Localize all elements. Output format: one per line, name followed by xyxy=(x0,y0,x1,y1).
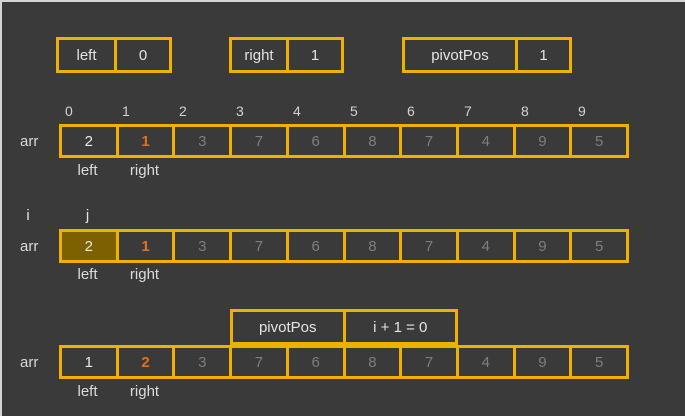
pivot-callout-expression: i + 1 = 0 xyxy=(342,312,456,342)
variable-name: left xyxy=(76,46,97,64)
array-cell: 2 xyxy=(84,132,94,150)
array-step1: 2 1 3 7 6 8 7 4 9 5 xyxy=(59,124,629,158)
index-label: 8 xyxy=(521,103,529,119)
array-cell: 8 xyxy=(342,232,400,260)
array-row-label: arr xyxy=(20,354,39,371)
left-pointer-label: left xyxy=(77,162,98,179)
array-cell: 4 xyxy=(455,232,513,260)
array-cell: 5 xyxy=(569,348,626,376)
array-step2: 2 1 3 7 6 8 7 4 9 5 xyxy=(59,229,629,263)
array-cell: 4 xyxy=(455,127,513,155)
array-cell: 8 xyxy=(342,348,400,376)
array-cell: 9 xyxy=(512,127,570,155)
variable-box-right: right 1 xyxy=(229,37,344,73)
index-label: 6 xyxy=(407,103,415,119)
variable-name: pivotPos xyxy=(431,46,489,64)
array-cell: 5 xyxy=(569,127,626,155)
index-label: 9 xyxy=(578,103,586,119)
pivot-callout-box: pivotPos i + 1 = 0 xyxy=(230,309,458,345)
array-cell: 7 xyxy=(399,348,456,376)
variable-value: 0 xyxy=(114,40,169,70)
array-cell: 3 xyxy=(172,127,229,155)
array-cell: 7 xyxy=(399,127,456,155)
pointer-j-label: j xyxy=(85,207,90,224)
index-label: 4 xyxy=(293,103,301,119)
array-cell: 6 xyxy=(285,348,343,376)
index-label: 1 xyxy=(122,103,130,119)
array-cell: 7 xyxy=(229,232,286,260)
pivot-callout-name: pivotPos xyxy=(258,318,317,336)
array-row-label: arr xyxy=(20,133,39,150)
array-cell: 6 xyxy=(285,127,343,155)
array-cell: 2 xyxy=(115,348,173,376)
array-cell: 7 xyxy=(229,348,286,376)
variable-name: right xyxy=(244,46,274,64)
array-cell: 6 xyxy=(285,232,343,260)
left-pointer-label: left xyxy=(77,383,98,400)
right-pointer-label: right xyxy=(129,266,160,283)
array-cell: 3 xyxy=(172,348,229,376)
variable-box-left: left 0 xyxy=(56,37,172,73)
right-pointer-label: right xyxy=(129,162,160,179)
array-cell: 8 xyxy=(342,127,400,155)
index-row: 0 1 2 3 4 5 6 7 8 9 xyxy=(59,103,629,119)
array-cell: 9 xyxy=(512,232,570,260)
index-label: 2 xyxy=(179,103,187,119)
array-cell: 1 xyxy=(84,353,94,371)
index-label: 0 xyxy=(65,103,73,119)
pointer-i-label: i xyxy=(26,207,30,224)
left-pointer-label: left xyxy=(77,266,98,283)
index-label: 5 xyxy=(350,103,358,119)
array-cell: 7 xyxy=(229,127,286,155)
array-cell: 5 xyxy=(569,232,626,260)
index-label: 3 xyxy=(236,103,244,119)
variable-box-pivotpos: pivotPos 1 xyxy=(402,37,572,73)
array-row-label: arr xyxy=(20,238,39,255)
array-cell: 4 xyxy=(455,348,513,376)
array-cell-highlighted: 2 xyxy=(62,232,116,260)
index-label: 7 xyxy=(464,103,472,119)
variable-value: 1 xyxy=(515,40,569,70)
array-cell: 9 xyxy=(512,348,570,376)
variable-value: 1 xyxy=(286,40,341,70)
array-cell: 3 xyxy=(172,232,229,260)
array-cell: 1 xyxy=(115,232,173,260)
right-pointer-label: right xyxy=(129,383,160,400)
array-cell: 7 xyxy=(399,232,456,260)
array-cell: 1 xyxy=(115,127,173,155)
array-step3: 1 2 3 7 6 8 7 4 9 5 xyxy=(59,345,629,379)
